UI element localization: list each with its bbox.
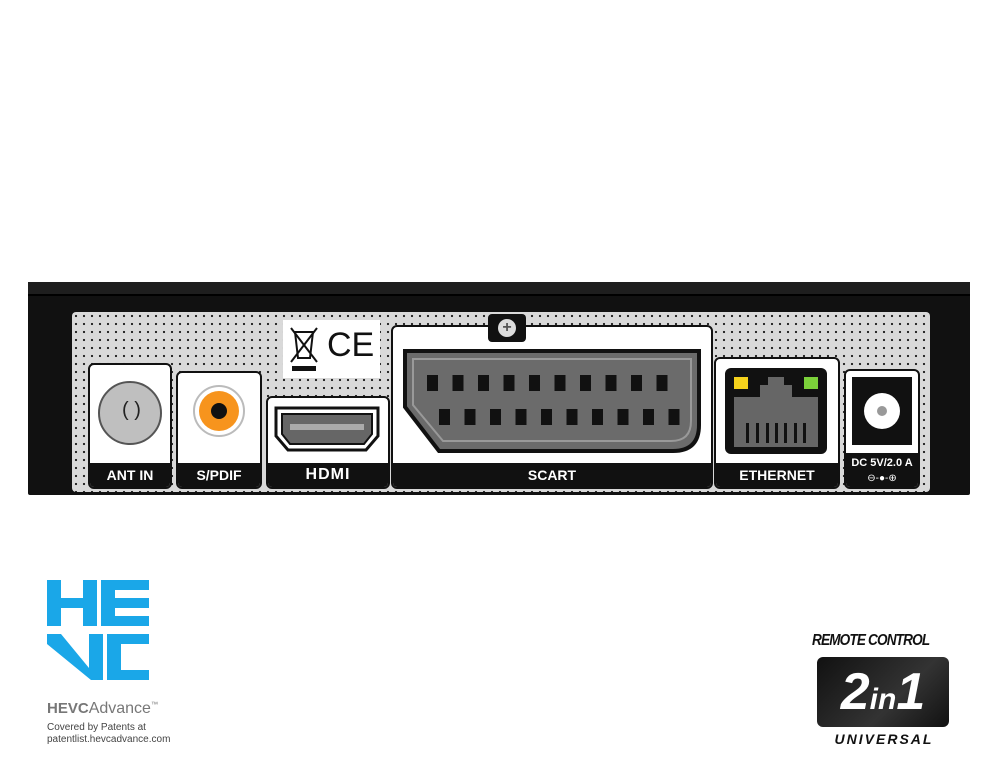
- dc-jack-icon: [852, 377, 912, 445]
- ant-in-port[interactable]: ( ) ANT IN: [88, 363, 172, 489]
- weee-bin-icon: [290, 327, 318, 371]
- rca-connector-icon: [193, 385, 245, 437]
- scart-connector-icon: [403, 349, 701, 453]
- dc-label: DC 5V/2.0 A: [851, 457, 913, 469]
- rj45-connector-icon: [725, 368, 827, 454]
- coax-connector-icon: ( ): [98, 381, 162, 445]
- scart-port[interactable]: SCART: [391, 325, 713, 489]
- scart-pin: [668, 409, 680, 425]
- scart-pin: [478, 375, 489, 391]
- scart-pin: [427, 375, 438, 391]
- screw-mount: +: [488, 314, 526, 342]
- scart-pin: [503, 375, 515, 391]
- scart-label: SCART: [393, 463, 711, 487]
- dc-power-port[interactable]: DC 5V/2.0 A ⊖-●-⊕: [844, 369, 920, 489]
- hevc-logo-icon: [47, 580, 149, 680]
- hdmi-port[interactable]: HDMI: [266, 396, 390, 489]
- ant-in-label: ANT IN: [90, 463, 170, 487]
- scart-pin: [643, 409, 654, 425]
- scart-pin: [554, 375, 566, 391]
- scart-pin: [631, 375, 642, 391]
- scart-pin: [439, 409, 450, 425]
- certification-box: CE: [283, 320, 380, 378]
- remote-universal-label: UNIVERSAL: [834, 731, 934, 747]
- hdmi-label: HDMI: [268, 463, 388, 487]
- screw-icon: +: [498, 319, 516, 337]
- scart-pin: [617, 409, 629, 425]
- scart-pin: [515, 409, 527, 425]
- ce-mark: CE: [327, 326, 375, 364]
- receiver-top-edge: [28, 282, 970, 296]
- remote-2in1-badge: 2in1: [817, 657, 949, 727]
- scart-pin: [464, 409, 476, 425]
- hdmi-connector-icon: [274, 406, 380, 452]
- ethernet-label: ETHERNET: [716, 463, 838, 487]
- scart-pin: [541, 409, 552, 425]
- hevc-advance-wordmark: HEVCAdvance™: [47, 700, 158, 717]
- remote-control-title: REMOTE CONTROL: [812, 632, 930, 649]
- ethernet-port[interactable]: ETHERNET: [714, 357, 840, 489]
- scart-pin: [529, 375, 540, 391]
- scart-pin: [592, 409, 603, 425]
- spdif-port[interactable]: S/PDIF: [176, 371, 262, 489]
- spdif-label: S/PDIF: [178, 463, 260, 487]
- scart-pin: [490, 409, 501, 425]
- polarity-icon: ⊖-●-⊕: [867, 473, 897, 484]
- scart-pin: [605, 375, 617, 391]
- scart-pin: [452, 375, 464, 391]
- scart-pin: [656, 375, 668, 391]
- scart-pin: [566, 409, 578, 425]
- scart-pin: [580, 375, 591, 391]
